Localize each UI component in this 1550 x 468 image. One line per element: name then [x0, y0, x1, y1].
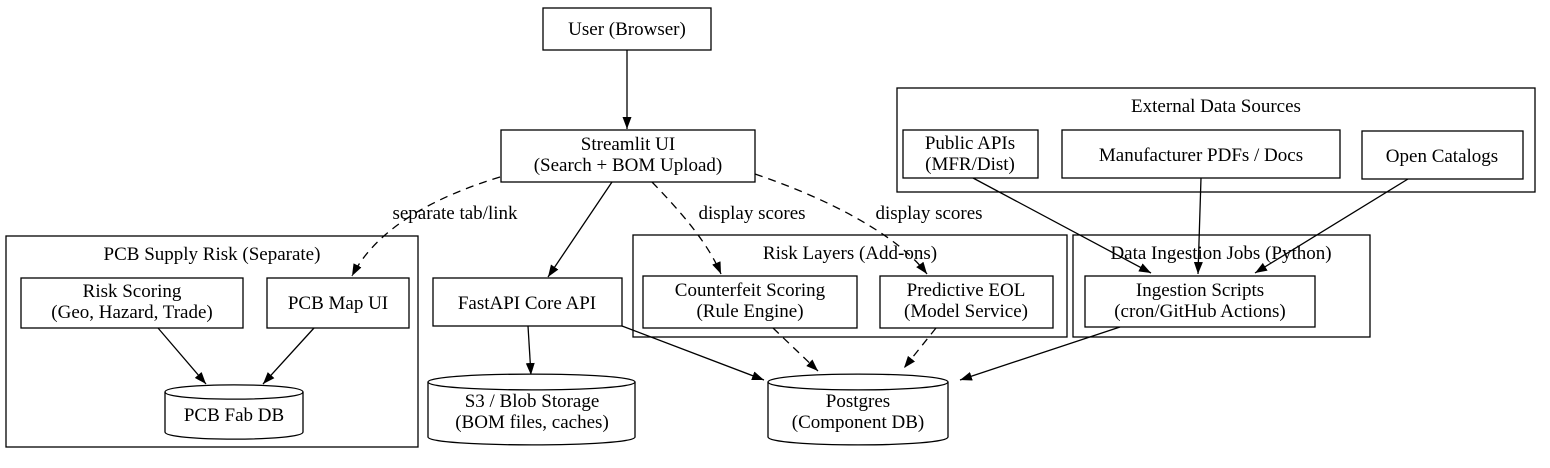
node-postgres-label-line1: Postgres: [826, 391, 890, 412]
node-pcb-map-ui: PCB Map UI: [266, 277, 410, 329]
edge-streamlit-to-fastapi: [547, 181, 613, 278]
edge-fastapi-to-postgres: [621, 325, 765, 381]
edge-pcb-map-to-pcb-fab-db: [262, 327, 315, 385]
edge-fastapi-to-s3: [525, 325, 535, 376]
edge-public-apis-to-ingestion: [972, 177, 1152, 274]
node-user-label: User (Browser): [568, 19, 686, 40]
node-fastapi-core-api-label: FastAPI Core API: [458, 293, 596, 314]
node-pcb-fab-db: PCB Fab DB: [164, 384, 304, 440]
node-s3-blob-storage: S3 / Blob Storage (BOM files, caches): [427, 373, 636, 446]
cluster-risk-layers-border: [632, 234, 1068, 338]
node-postgres: Postgres (Component DB): [767, 373, 949, 446]
node-user: User (Browser): [542, 7, 712, 51]
node-pcb-map-ui-label: PCB Map UI: [288, 293, 388, 314]
node-open-catalogs: Open Catalogs: [1361, 130, 1524, 180]
s3-cylinder-rim: [427, 381, 636, 391]
node-user-box: [542, 7, 712, 51]
node-counterfeit-scoring: Counterfeit Scoring (Rule Engine): [642, 275, 858, 329]
edge-predictive-eol-to-postgres: [903, 327, 937, 369]
edge-counterfeit-to-postgres: [772, 327, 819, 372]
postgres-cylinder-rim: [767, 381, 949, 391]
node-streamlit-ui: Streamlit UI (Search + BOM Upload): [500, 129, 756, 183]
node-ingestion-scripts-label-line1: Ingestion Scripts: [1136, 280, 1264, 301]
node-fastapi-core-api: FastAPI Core API: [432, 277, 623, 327]
node-counterfeit-scoring-box: [642, 275, 858, 329]
node-risk-scoring-box: [20, 277, 244, 329]
node-predictive-eol-label-line1: Predictive EOL: [907, 280, 1026, 301]
cluster-data-ingestion-jobs: Data Ingestion Jobs (Python): [1072, 234, 1371, 338]
node-risk-scoring: Risk Scoring (Geo, Hazard, Trade): [20, 277, 244, 329]
node-streamlit-ui-label-line1: Streamlit UI: [581, 134, 675, 155]
cluster-risk-layers-label: Risk Layers (Add-ons): [763, 243, 937, 264]
edge-ingestion-to-postgres: [959, 326, 1121, 381]
node-risk-scoring-label-line2: (Geo, Hazard, Trade): [51, 302, 212, 323]
node-ingestion-scripts-box: [1084, 275, 1316, 328]
node-ingestion-scripts-label-line2: (cron/GitHub Actions): [1114, 301, 1286, 322]
node-predictive-eol-box: [879, 275, 1054, 329]
cluster-risk-layers: Risk Layers (Add-ons): [632, 234, 1068, 338]
cluster-data-ingestion-jobs-label: Data Ingestion Jobs (Python): [1110, 243, 1331, 264]
node-streamlit-ui-label-line2: (Search + BOM Upload): [534, 155, 723, 176]
postgres-cylinder: [767, 373, 949, 446]
node-manufacturer-pdfs-label: Manufacturer PDFs / Docs: [1099, 145, 1303, 166]
cluster-external-data-sources-label: External Data Sources: [1131, 96, 1301, 117]
node-streamlit-ui-box: [500, 129, 756, 183]
node-risk-scoring-label-line1: Risk Scoring: [83, 281, 182, 302]
node-manufacturer-pdfs: Manufacturer PDFs / Docs: [1061, 129, 1341, 179]
edge-streamlit-to-counterfeit: [651, 181, 722, 275]
node-counterfeit-scoring-label-line2: (Rule Engine): [696, 301, 803, 322]
edge-label-separate-tab-link: separate tab/link: [392, 203, 518, 224]
node-postgres-label-line2: (Component DB): [792, 412, 924, 433]
node-pcb-map-ui-box: [266, 277, 410, 329]
edge-manufacturer-pdfs-to-ingestion: [1193, 177, 1203, 275]
node-counterfeit-scoring-label-line1: Counterfeit Scoring: [675, 280, 826, 301]
node-ingestion-scripts: Ingestion Scripts (cron/GitHub Actions): [1084, 275, 1316, 328]
node-public-apis-label-line1: Public APIs: [925, 133, 1015, 154]
node-public-apis-label-line2: (MFR/Dist): [925, 154, 1015, 175]
node-fastapi-core-api-box: [432, 277, 623, 327]
edge-streamlit-to-predictive-eol: [754, 173, 928, 275]
node-s3-label-line2: (BOM files, caches): [455, 412, 609, 433]
pcb-fab-db-cylinder-rim: [164, 391, 304, 400]
node-pcb-fab-db-label: PCB Fab DB: [184, 405, 284, 426]
edge-label-display-scores-left: display scores: [698, 203, 805, 224]
node-s3-label-line1: S3 / Blob Storage: [465, 391, 600, 412]
cluster-pcb-supply-risk: PCB Supply Risk (Separate): [5, 235, 419, 448]
edge-risk-scoring-to-pcb-fab-db: [157, 327, 207, 385]
edge-streamlit-to-pcb-map: [351, 176, 501, 277]
node-public-apis: Public APIs (MFR/Dist): [902, 129, 1039, 179]
node-predictive-eol-label-line2: (Model Service): [904, 301, 1028, 322]
node-open-catalogs-box: [1361, 130, 1524, 180]
node-predictive-eol: Predictive EOL (Model Service): [879, 275, 1054, 329]
edge-labels: separate tab/link display scores display…: [392, 203, 982, 224]
node-public-apis-box: [902, 129, 1039, 179]
node-open-catalogs-label: Open Catalogs: [1386, 146, 1498, 167]
cluster-data-ingestion-jobs-border: [1072, 234, 1371, 338]
edges: [157, 50, 1409, 385]
node-manufacturer-pdfs-box: [1061, 129, 1341, 179]
cluster-external-data-sources: External Data Sources: [896, 87, 1536, 193]
s3-cylinder: [427, 373, 636, 446]
cluster-pcb-supply-risk-border: [5, 235, 419, 448]
edge-open-catalogs-to-ingestion: [1254, 178, 1409, 274]
cluster-external-data-sources-border: [896, 87, 1536, 193]
cluster-pcb-supply-risk-label: PCB Supply Risk (Separate): [104, 244, 321, 265]
edge-label-display-scores-right: display scores: [875, 203, 982, 224]
